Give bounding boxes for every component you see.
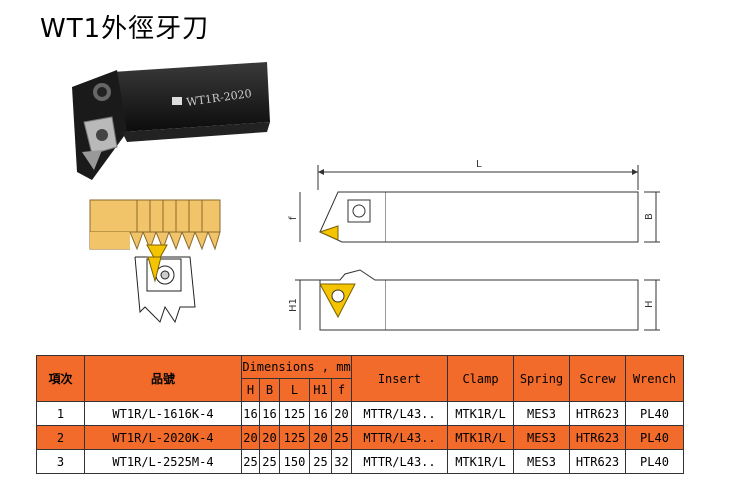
header-dim-f: f — [331, 378, 352, 402]
cell-insert: MTTR/L43.. — [351, 401, 448, 426]
header-dimensions: Dimensions , mm — [241, 355, 352, 379]
cell-H1: 25 — [309, 449, 332, 474]
header-dim-B: B — [259, 378, 280, 402]
cell-screw: HTR623 — [569, 449, 626, 474]
cell-wrench: PL40 — [625, 425, 684, 450]
top-view-drawing: L B f — [288, 159, 660, 243]
table-row: 2 WT1R/L-2020K-4 20 20 125 20 25 MTTR/L4… — [36, 425, 684, 450]
cell-H: 16 — [241, 401, 260, 426]
header-part: 品號 — [84, 355, 242, 402]
cell-H: 25 — [241, 449, 260, 474]
cell-L: 125 — [279, 401, 310, 426]
cell-wrench: PL40 — [625, 449, 684, 474]
cell-H1: 16 — [309, 401, 332, 426]
table-row: 3 WT1R/L-2525M-4 25 25 150 25 32 MTTR/L4… — [36, 449, 684, 474]
cell-part: WT1R/L-2020K-4 — [84, 425, 242, 450]
dim-L-label: L — [476, 159, 482, 170]
spec-table: 項次 品號 Dimensions , mm Insert Clamp Sprin… — [36, 355, 684, 474]
table-row: 1 WT1R/L-1616K-4 16 16 125 16 20 MTTR/L4… — [36, 401, 684, 426]
cell-spring: MES3 — [513, 425, 570, 450]
header-dim-L: L — [279, 378, 310, 402]
threading-illustration — [89, 199, 221, 324]
tool-holder-photo: WT1R-2020 — [72, 62, 270, 180]
cell-L: 125 — [279, 425, 310, 450]
cell-f: 25 — [331, 425, 352, 450]
header-item: 項次 — [36, 355, 85, 402]
cell-part: WT1R/L-1616K-4 — [84, 401, 242, 426]
dim-H1-label: H1 — [288, 298, 299, 312]
cell-item: 1 — [36, 401, 85, 426]
cell-f: 32 — [331, 449, 352, 474]
cell-H: 20 — [241, 425, 260, 450]
cell-spring: MES3 — [513, 449, 570, 474]
header-clamp: Clamp — [447, 355, 514, 402]
cell-spring: MES3 — [513, 401, 570, 426]
page-title: WT1外徑牙刀 — [40, 14, 210, 44]
cell-clamp: MTK1R/L — [447, 449, 514, 474]
cell-screw: HTR623 — [569, 425, 626, 450]
cell-insert: MTTR/L43.. — [351, 449, 448, 474]
cell-f: 20 — [331, 401, 352, 426]
header-screw: Screw — [569, 355, 626, 402]
cell-B: 20 — [259, 425, 280, 450]
cell-item: 2 — [36, 425, 85, 450]
dim-B-label: B — [644, 213, 655, 220]
header-wrench: Wrench — [625, 355, 684, 402]
cell-L: 150 — [279, 449, 310, 474]
cell-wrench: PL40 — [625, 401, 684, 426]
cell-B: 25 — [259, 449, 280, 474]
dim-H-label: H — [644, 300, 655, 308]
header-insert: Insert — [351, 355, 448, 402]
cell-clamp: MTK1R/L — [447, 401, 514, 426]
side-view-drawing: H H1 — [288, 269, 660, 331]
cell-insert: MTTR/L43.. — [351, 425, 448, 450]
cell-part: WT1R/L-2525M-4 — [84, 449, 242, 474]
dim-f-label: f — [288, 216, 299, 220]
header-dim-H1: H1 — [309, 378, 332, 402]
header-dim-H: H — [241, 378, 260, 402]
cell-item: 3 — [36, 449, 85, 474]
cell-H1: 20 — [309, 425, 332, 450]
cell-clamp: MTK1R/L — [447, 425, 514, 450]
header-spring: Spring — [513, 355, 570, 402]
cell-screw: HTR623 — [569, 401, 626, 426]
cell-B: 16 — [259, 401, 280, 426]
